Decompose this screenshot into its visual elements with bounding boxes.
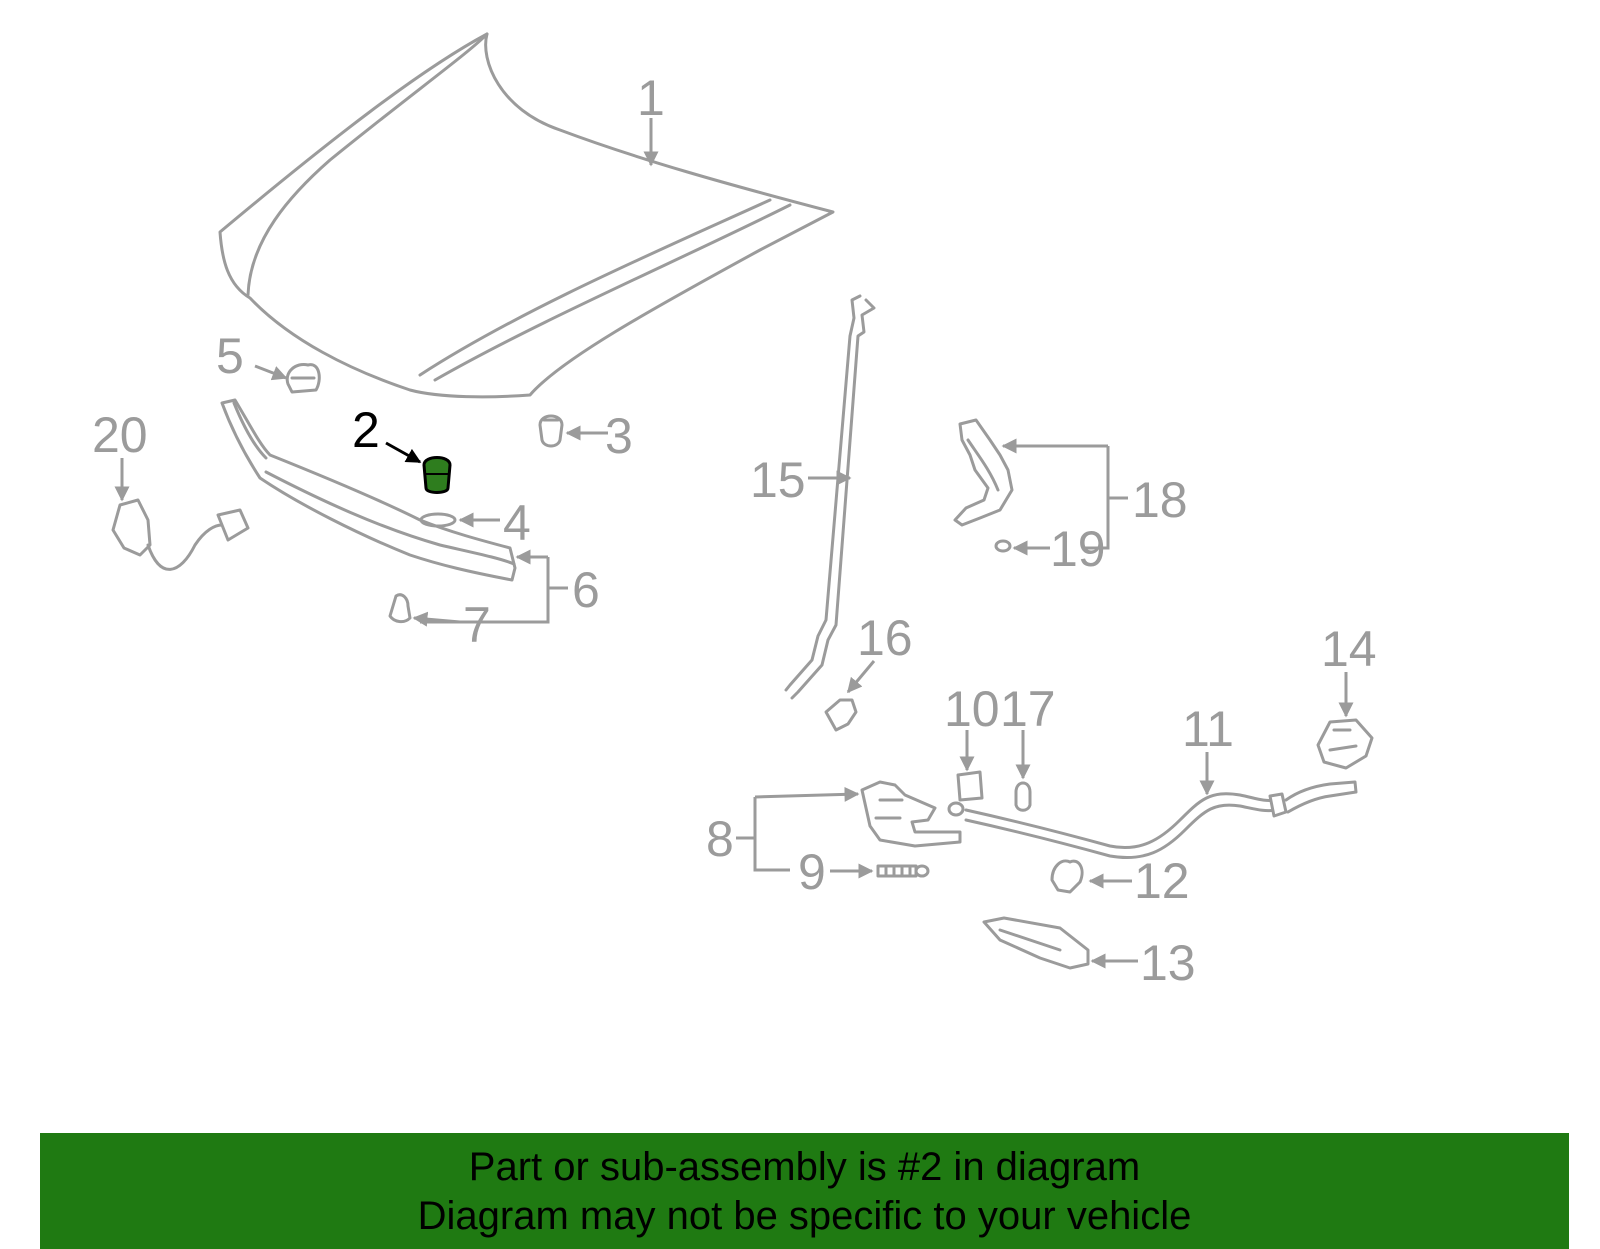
banner-line-2: Diagram may not be specific to your vehi…	[417, 1194, 1192, 1238]
bolt-part[interactable]	[994, 539, 1012, 553]
seal-part[interactable]	[419, 512, 457, 528]
callout-14[interactable]: 14	[1321, 621, 1377, 677]
callout-5[interactable]: 5	[216, 328, 244, 384]
callout-11[interactable]: 11	[1182, 701, 1234, 757]
clip-part[interactable]	[285, 362, 321, 394]
callout-8[interactable]: 8	[706, 811, 734, 867]
info-banner: Part or sub-assembly is #2 in diagram Di…	[40, 1133, 1569, 1249]
release-handle-part[interactable]	[1316, 718, 1374, 770]
callout-12[interactable]: 12	[1134, 853, 1190, 909]
callout-9[interactable]: 9	[798, 844, 826, 900]
cable-clip-part[interactable]	[1050, 859, 1084, 894]
callout-16[interactable]: 16	[857, 610, 913, 666]
callout-19[interactable]: 19	[1050, 521, 1106, 577]
rod-holder-part[interactable]	[824, 698, 858, 732]
washer-hose-part[interactable]	[111, 498, 250, 571]
release-cable-part[interactable]	[947, 780, 1358, 860]
retainer-clip-part[interactable]	[388, 593, 412, 624]
callout-6[interactable]: 6	[572, 562, 600, 618]
callout-2[interactable]: 2	[352, 402, 380, 458]
callout-17[interactable]: 17	[1000, 681, 1056, 737]
seal-strip-part[interactable]	[220, 398, 517, 582]
callout-13[interactable]: 13	[1140, 935, 1196, 991]
callout-7[interactable]: 7	[463, 597, 491, 653]
hood-latch-part[interactable]	[860, 780, 962, 848]
banner-line-1: Part or sub-assembly is #2 in diagram	[468, 1145, 1141, 1189]
spring-part[interactable]	[876, 864, 930, 878]
cushion-part[interactable]	[538, 414, 564, 448]
hood-cushion-part[interactable]	[422, 456, 452, 494]
hood-part[interactable]	[218, 32, 835, 399]
callout-10[interactable]: 10	[944, 681, 1000, 737]
callout-1[interactable]: 1	[637, 70, 665, 126]
grommet-part[interactable]	[1014, 781, 1032, 812]
hood-hinge-part[interactable]	[953, 418, 1014, 527]
callout-18[interactable]: 18	[1132, 472, 1188, 528]
callout-15[interactable]: 15	[750, 452, 806, 508]
protector-part[interactable]	[982, 916, 1090, 970]
callout-4[interactable]: 4	[503, 495, 531, 551]
callout-3[interactable]: 3	[605, 408, 633, 464]
callout-20[interactable]: 20	[92, 407, 148, 463]
label-plate-part[interactable]	[956, 770, 984, 802]
